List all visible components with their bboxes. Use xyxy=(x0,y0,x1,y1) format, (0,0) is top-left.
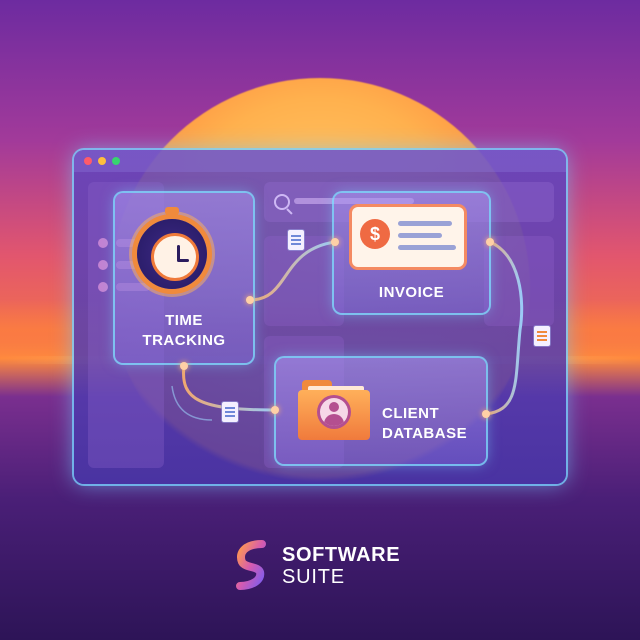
window-minimize-button[interactable] xyxy=(98,157,106,165)
window-titlebar xyxy=(74,150,566,172)
document-icon xyxy=(288,230,304,250)
logo-s-icon xyxy=(236,540,266,590)
invoice-label: INVOICE xyxy=(378,284,445,301)
content-panel xyxy=(484,236,554,326)
connector-node xyxy=(331,238,339,246)
label-line: DATABASE xyxy=(382,425,468,442)
document-icon xyxy=(534,326,550,346)
client-database-card[interactable]: CLIENT DATABASE xyxy=(276,358,486,464)
connector-node xyxy=(246,296,254,304)
connector-node xyxy=(486,238,494,246)
time-tracking-label: TIME TRACKING xyxy=(115,311,253,351)
avatar-head xyxy=(329,402,339,412)
dollar-coin-icon: $ xyxy=(360,219,390,249)
connector-node xyxy=(271,406,279,414)
invoice-line xyxy=(398,233,442,238)
window-close-button[interactable] xyxy=(84,157,92,165)
label-line: TIME xyxy=(165,312,203,329)
invoice-card[interactable]: $ INVOICE xyxy=(334,193,489,313)
folder-user-icon xyxy=(298,380,370,440)
invoice-icon: $ xyxy=(352,207,464,267)
user-avatar-icon xyxy=(320,398,348,426)
document-icon xyxy=(222,402,238,422)
sidebar-item-dot[interactable] xyxy=(98,238,108,248)
invoice-line xyxy=(398,245,456,250)
client-database-label: CLIENT DATABASE xyxy=(382,404,482,444)
stopwatch-crown xyxy=(165,207,179,215)
label-line: TRACKING xyxy=(142,332,226,349)
stopwatch-hand xyxy=(177,259,189,262)
connector-node xyxy=(482,410,490,418)
avatar-shoulders xyxy=(324,414,344,426)
stopwatch-hand xyxy=(177,245,180,261)
stopwatch-icon xyxy=(137,207,207,289)
sidebar-item-dot[interactable] xyxy=(98,282,108,292)
invoice-line xyxy=(398,221,452,226)
window-maximize-button[interactable] xyxy=(112,157,120,165)
sidebar-item-dot[interactable] xyxy=(98,260,108,270)
connector-node xyxy=(180,362,188,370)
time-tracking-card[interactable]: TIME TRACKING xyxy=(115,193,253,363)
logo-text-suite: SUITE xyxy=(282,566,345,588)
label-line: CLIENT xyxy=(382,405,440,422)
content-panel xyxy=(264,236,344,326)
stopwatch-face xyxy=(151,233,199,281)
logo-text-software: SOFTWARE xyxy=(282,544,401,566)
search-icon xyxy=(274,194,290,210)
software-suite-logo: SOFTWARE SUITE xyxy=(232,540,412,590)
